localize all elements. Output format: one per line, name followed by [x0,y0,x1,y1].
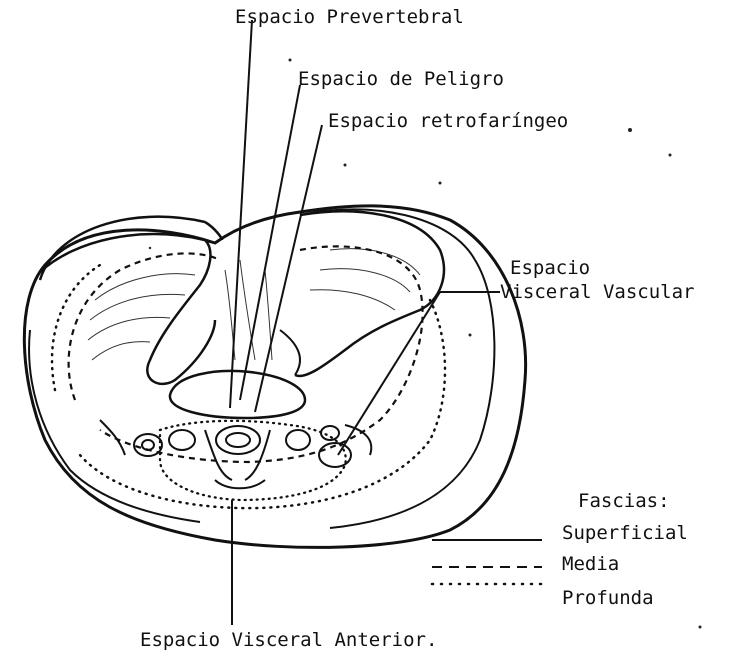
label-retrofaringeo: Espacio retrofaríngeo [328,112,568,131]
media-fascia-outline [69,246,423,462]
profunda-fascia-outline [52,265,445,508]
right-muscle [295,211,444,376]
legend-samples [432,540,542,584]
label-visceral-anterior: Espacio Visceral Anterior. [140,631,437,650]
pointer-peligro [240,85,300,400]
legend-title: Fascias: [578,492,670,511]
legend-item-profunda: Profunda [562,589,654,608]
legend-item-superficial: Superficial [562,524,688,543]
right-muscle-inner [280,330,300,375]
label-visceral-vascular-line1: Espacio [510,259,590,278]
superficial-fascia-left [29,330,200,522]
label-prevertebral: Espacio Prevertebral [235,8,464,27]
label-visceral-vascular-line2: Visceral Vascular [500,283,694,302]
vertebral-body [170,371,305,418]
left-muscle [40,234,215,384]
profunda-inner-ring [160,421,346,500]
muscle-striations [88,249,420,360]
pointer-visceral-vascular-diag [338,292,440,455]
visceral-structures [100,420,371,488]
label-peligro: Espacio de Peligro [298,70,504,89]
legend-item-media: Media [562,555,619,574]
